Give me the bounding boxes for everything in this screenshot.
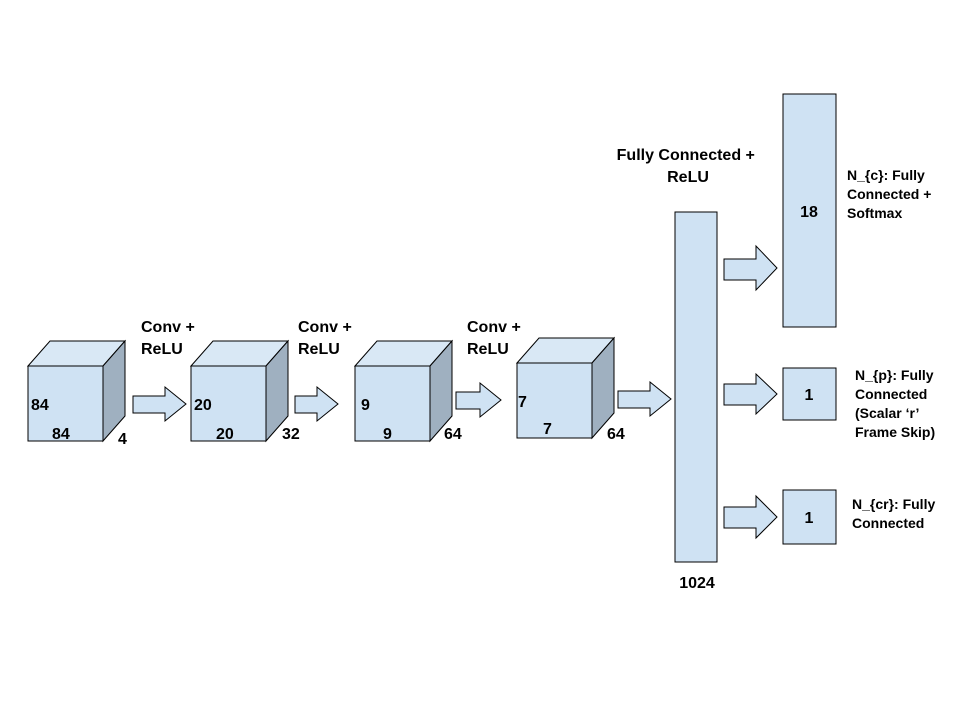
conv1-layer-label: Conv + ReLU [141,319,199,358]
frameskip-head-label-line3: (Scalar ‘r’ [855,405,919,421]
frameskip-head-label: N_{p}: Fully Connected (Scalar ‘r’ Frame… [855,367,937,440]
critic-head-label: N_{cr}: Fully Connected [852,496,939,531]
conv2-width-label: 9 [383,426,392,443]
conv2-layer-label: Conv + ReLU [298,319,356,358]
critic-head-label-line2: Connected [852,515,924,531]
conv3-layer-label: Conv + ReLU [467,319,525,358]
fc-label-line1: Fully Connected + [617,147,755,164]
conv1-volume-front-face [190,365,267,442]
policy-head-label: N_{c}: Fully Connected + Softmax [847,167,935,221]
conv1-width-label: 20 [216,426,234,443]
policy-head-label-line3: Softmax [847,205,902,221]
conv1-depth-label: 32 [282,426,300,443]
conv3-volume: 7 7 64 [515,336,625,443]
arrow-fc-to-frameskip-head [723,372,778,416]
arrow-conv2-to-conv3 [455,381,502,419]
policy-head-label-line2: Connected + [847,186,931,202]
critic-head-box [782,489,837,545]
conv2-height-label: 9 [361,397,370,414]
conv1-label-line1: Conv + [141,319,195,336]
conv2-label-line1: Conv + [298,319,352,336]
conv2-label-line2: ReLU [298,341,340,358]
input-volume-front-face [27,365,104,442]
conv1-label-line2: ReLU [141,341,183,358]
policy-head-box [782,93,837,328]
conv2-depth-label: 64 [444,426,462,443]
fc-layer-label: Fully Connected + ReLU [617,147,760,186]
conv3-label-line2: ReLU [467,341,509,358]
conv3-height-label: 7 [518,394,527,411]
conv1-height-label: 20 [194,397,212,414]
critic-head-label-line1: N_{cr}: Fully [852,496,935,512]
frameskip-head-label-line4: Frame Skip) [855,424,935,440]
input-volume: 84 84 4 [26,339,127,448]
policy-head-label-line1: N_{c}: Fully [847,167,925,183]
arrow-fc-to-policy-head [723,244,778,292]
fc-layer-bar [674,211,718,563]
frameskip-head-box [782,367,837,421]
frameskip-head-value: 1 [805,387,814,404]
frameskip-head-label-line1: N_{p}: Fully [855,367,934,383]
critic-head-value: 1 [805,510,814,527]
input-height-label: 84 [31,397,49,414]
policy-head-value: 18 [800,204,818,221]
conv2-volume: 9 9 64 [353,339,462,443]
input-depth-label: 4 [118,431,127,448]
arrow-conv1-to-conv2 [294,385,339,423]
conv3-depth-label: 64 [607,426,625,443]
arrow-input-to-conv1 [132,385,187,423]
conv1-volume: 20 20 32 [189,339,300,443]
conv3-label-line1: Conv + [467,319,521,336]
conv3-width-label: 7 [543,421,552,438]
arrow-conv3-to-fc [617,380,672,418]
conv3-volume-front-face [516,362,593,439]
fc-label-line2: ReLU [667,169,709,186]
arrow-fc-to-critic-head [723,494,778,540]
input-width-label: 84 [52,426,70,443]
fc-size-label: 1024 [679,575,715,592]
frameskip-head-label-line2: Connected [855,386,927,402]
conv2-volume-front-face [354,365,431,442]
